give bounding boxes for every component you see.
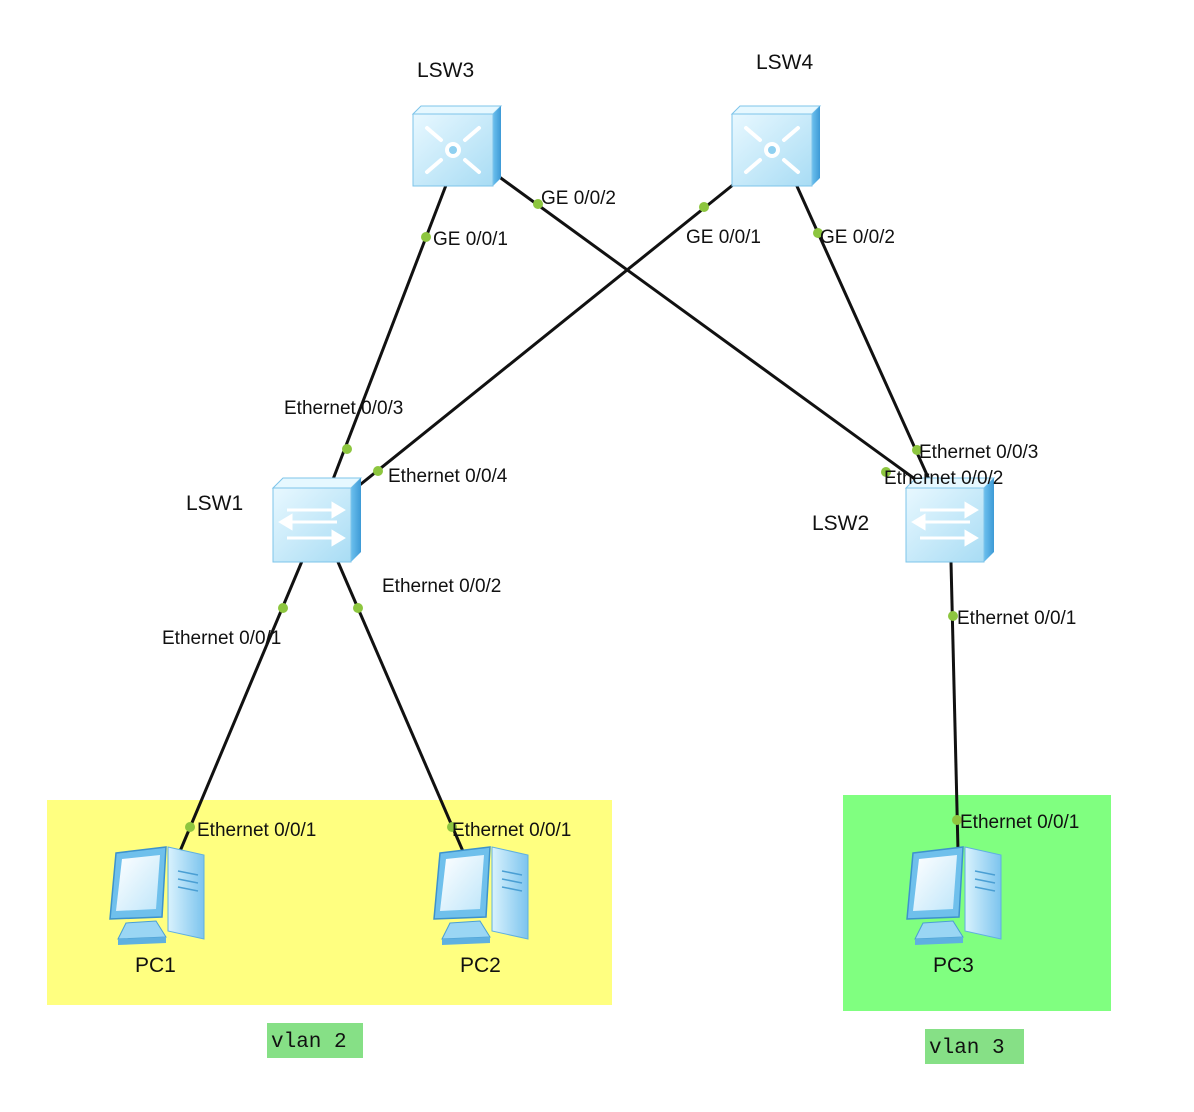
lsw3-l3-switch-icon[interactable]	[411, 104, 503, 188]
vlan-3-label: vlan 3	[929, 1037, 1005, 1060]
port-dot	[533, 199, 543, 209]
pc3-pc-icon[interactable]	[906, 846, 1002, 946]
pc2-pc-icon[interactable]	[433, 846, 529, 946]
pc1-pc-icon[interactable]	[109, 846, 205, 946]
port-label-lsw3-ge002: GE 0/0/2	[541, 188, 616, 209]
vlan-3-label-box	[925, 1029, 1024, 1064]
port-dot	[881, 467, 891, 477]
lsw2-label: LSW2	[812, 512, 869, 535]
link-lsw4-lsw1	[355, 174, 745, 490]
port-label-pc3-eth001: Ethernet 0/0/1	[960, 812, 1079, 833]
port-label-lsw1-eth004: Ethernet 0/0/4	[388, 466, 508, 487]
lsw1-l2-switch-icon[interactable]	[271, 476, 363, 564]
lsw4-l3-switch-icon[interactable]	[730, 104, 822, 188]
port-dot	[278, 603, 288, 613]
lsw2-l2-switch-icon[interactable]	[904, 476, 996, 564]
link-lsw2-pc3	[949, 561, 960, 851]
port-dot	[948, 611, 958, 621]
pc1-label: PC1	[135, 954, 176, 977]
port-dot	[185, 822, 195, 832]
vlan-2-label-box	[267, 1023, 363, 1058]
port-dot	[699, 202, 709, 212]
port-label-lsw2-eth002: Ethernet 0/0/2	[884, 468, 1003, 489]
lsw3-label: LSW3	[417, 59, 474, 82]
link-lsw3-lsw1	[330, 179, 450, 483]
port-label-lsw1-eth001: Ethernet 0/0/1	[162, 628, 281, 649]
port-dot	[447, 822, 457, 832]
port-label-lsw1-eth002: Ethernet 0/0/2	[382, 576, 501, 597]
port-dot	[912, 445, 922, 455]
port-label-pc1-eth001: Ethernet 0/0/1	[197, 820, 316, 841]
link-lsw3-lsw2	[497, 174, 931, 492]
port-label-lsw2-eth003: Ethernet 0/0/3	[919, 442, 1038, 463]
port-dot	[421, 232, 431, 242]
port-label-lsw2-eth001: Ethernet 0/0/1	[957, 608, 1076, 629]
port-dot	[353, 603, 363, 613]
port-dot	[342, 444, 352, 454]
pc2-label: PC2	[460, 954, 501, 977]
lsw4-label: LSW4	[756, 51, 814, 74]
lsw1-label: LSW1	[186, 492, 243, 515]
port-label-lsw4-ge002: GE 0/0/2	[820, 227, 895, 248]
port-dot	[952, 815, 962, 825]
port-label-lsw3-ge001: GE 0/0/1	[433, 229, 508, 250]
port-dot	[373, 466, 383, 476]
port-label-pc2-eth001: Ethernet 0/0/1	[452, 820, 571, 841]
pc3-label: PC3	[933, 954, 974, 977]
port-label-lsw1-eth003: Ethernet 0/0/3	[284, 398, 403, 419]
vlan-2-label: vlan 2	[271, 1031, 347, 1054]
port-label-lsw4-ge001: GE 0/0/1	[686, 227, 761, 248]
port-dot	[813, 228, 823, 238]
